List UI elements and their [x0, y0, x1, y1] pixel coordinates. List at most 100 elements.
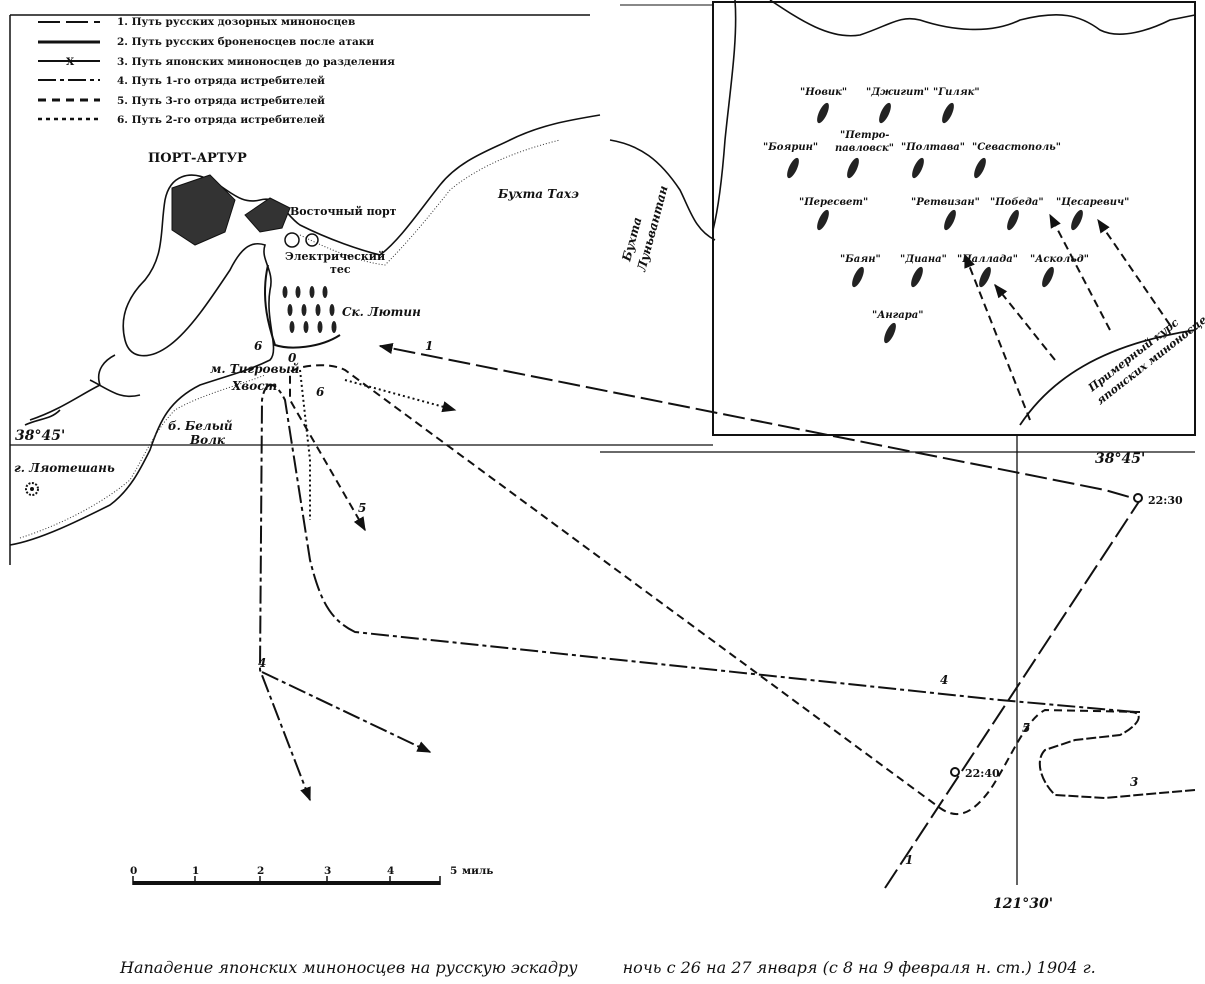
ship-icon [847, 157, 859, 179]
ship-label: "Гиляк" [933, 87, 980, 98]
label-latitude-right: 38°45' [1095, 451, 1145, 467]
legend-item-3: 3. Путь японских миноносцев до разделени… [117, 56, 395, 68]
track-approach-3 [1049, 213, 1111, 331]
map-frame [9, 1, 1196, 885]
label-electric-cliff: Электрический [285, 250, 385, 263]
track-number: 4 [258, 656, 266, 670]
approach-arc [1019, 329, 1196, 426]
label-tiger-tail-2: Хвост [231, 379, 277, 393]
mountain-icon [25, 482, 39, 496]
ship-label: "Ангара" [872, 310, 923, 321]
ship-label: "Победа" [990, 197, 1044, 208]
label-lyaoteshan: г. Ляотешань [14, 461, 115, 475]
inset-ships [787, 102, 1083, 344]
label-electric-cliff-2: тес [330, 263, 351, 276]
ship-label: "Паллада" [957, 254, 1018, 265]
ship-icon [911, 266, 923, 288]
ship-icon [817, 209, 829, 231]
track-number: 6 [316, 385, 325, 399]
track-number: 0 [288, 351, 297, 365]
label-white-wolf-2: Волк [189, 433, 226, 447]
ship-icon [852, 266, 864, 288]
ship-label: "Боярин" [763, 142, 818, 153]
scale-tick: 0 [130, 865, 137, 877]
label-latitude-left: 38°45' [15, 428, 65, 444]
ship-label: "Аскольд" [1030, 254, 1089, 265]
svg-text:X: X [66, 56, 75, 68]
ship-icon [912, 157, 924, 179]
coastline [9, 0, 1196, 546]
legend-item-6: 6. Путь 2-го отряда истребителей [117, 114, 325, 126]
ship-label: "Диана" [900, 254, 947, 265]
ship-icon [1007, 209, 1019, 231]
label-lyutin: Ск. Лютин [342, 305, 421, 319]
ship-icon [817, 102, 829, 124]
legend-item-2: 2. Путь русских броненосцев после атаки [117, 36, 374, 48]
ship-icon [879, 102, 891, 124]
scale-bar: 0 1 2 3 4 5 миль [130, 865, 493, 885]
ship-icon [974, 157, 986, 179]
scale-tick: 5 [450, 865, 457, 877]
ship-icon [1042, 266, 1054, 288]
ship-icon [1071, 209, 1083, 231]
track-number: 1 [905, 853, 913, 867]
track-number: 6 [254, 339, 263, 353]
track-approach-2 [994, 283, 1056, 361]
caption-left: Нападение японских миноносцев на русскую… [120, 958, 578, 977]
ship-icon [787, 157, 799, 179]
caption-right: ночь с 26 на 27 января (с 8 на 9 февраля… [622, 958, 1096, 977]
inset-ship-labels: "Новик" "Джигит" "Гиляк" "Боярин" "Петро… [763, 87, 1129, 321]
ship-label: павловск" [835, 143, 894, 154]
ship-label: "Новик" [800, 87, 847, 98]
label-longitude: 121°30' [993, 896, 1053, 912]
track-1 [378, 342, 1142, 889]
ship-icon [942, 102, 954, 124]
legend-item-1: 1. Путь русских дозорных миноносцев [117, 16, 355, 28]
ship-label: "Петро- [840, 130, 889, 141]
label-tahe-bay: Бухта Тахэ [497, 187, 579, 201]
track-number: 5 [358, 501, 366, 515]
track-number: 3 [1130, 775, 1138, 789]
position-marker-2230 [1133, 493, 1143, 503]
track-numbers: 1 1 3 4 4 5 5 6 6 0 [254, 339, 1138, 867]
legend-item-5: 5. Путь 3-го отряда истребителей [117, 95, 325, 107]
ship-label: "Ретвизан" [911, 197, 980, 208]
label-port-arthur: ПОРТ-АРТУР [148, 151, 247, 166]
time-2230: 22:30 [1148, 494, 1183, 507]
position-marker-2240 [950, 767, 960, 777]
place-labels: ПОРТ-АРТУР Восточный порт Электрический … [14, 151, 1205, 912]
ship-label: "Цесаревич" [1056, 197, 1129, 208]
scale-tick: 2 [257, 865, 264, 877]
ship-label: "Пересвет" [799, 197, 868, 208]
label-white-wolf: б. Белый [168, 419, 233, 433]
track-number: 4 [940, 673, 948, 687]
time-2240: 22:40 [965, 767, 1000, 780]
track-2 [264, 264, 341, 349]
track-3 [1038, 711, 1196, 800]
track-4 [258, 384, 1136, 802]
ship-icon [884, 322, 896, 344]
track-5 [289, 364, 1141, 815]
ship-label: "Баян" [840, 254, 881, 265]
track-number: 1 [425, 339, 433, 353]
track-number: 5 [1022, 721, 1030, 735]
map-caption: Нападение японских миноносцев на русскую… [120, 958, 1096, 977]
track-4b [261, 671, 432, 753]
ship-label: "Севастополь" [972, 142, 1061, 153]
label-east-port: Восточный порт [290, 205, 397, 218]
ship-icon [944, 209, 956, 231]
scale-tick: 3 [324, 865, 331, 877]
label-tiger-tail: м. Тигровый [210, 362, 300, 376]
ship-label: "Джигит" [866, 87, 929, 98]
legend: X 1. Путь русских дозорных миноносцев 2.… [38, 16, 395, 126]
inset-frame [712, 1, 1196, 436]
scale-unit: миль [462, 865, 493, 877]
russian-squadron-marks [282, 286, 337, 333]
legend-item-4: 4. Путь 1-го отряда истребителей [117, 75, 325, 87]
ship-label: "Полтава" [901, 142, 965, 153]
ship-icon [979, 266, 991, 288]
track-6 [299, 369, 455, 520]
scale-tick: 1 [192, 865, 199, 877]
track-approach-4 [1097, 218, 1171, 326]
